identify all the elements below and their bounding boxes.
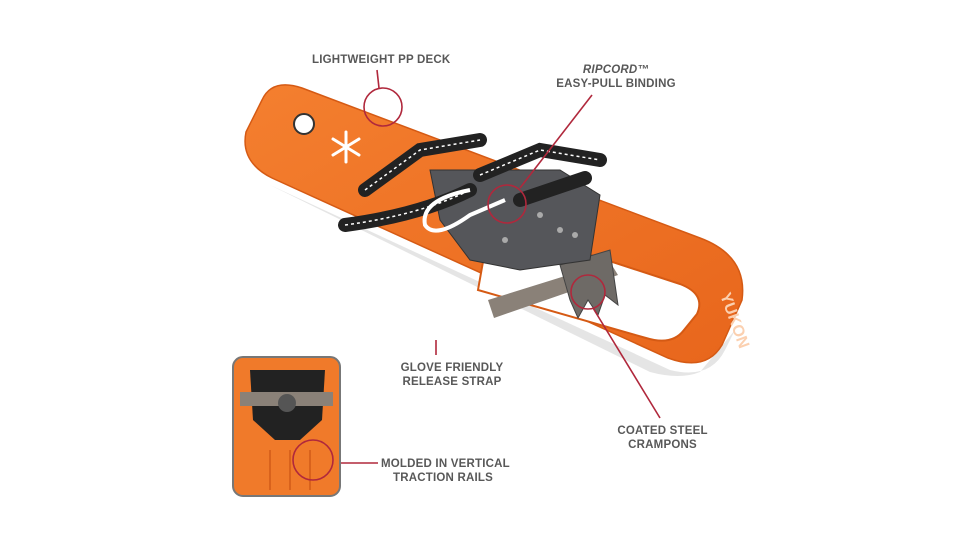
glove-line1: GLOVE FRIENDLY [400, 362, 504, 374]
rails-label: MOLDED IN VERTICAL TRACTION RAILS [381, 457, 510, 485]
ripcord-brand: RIPCORD™ [582, 64, 650, 76]
inset-underside-view [232, 356, 341, 497]
rails-line1: MOLDED IN VERTICAL [381, 458, 510, 470]
crampons-line1: COATED STEEL [617, 425, 708, 437]
ripcord-loop [422, 188, 506, 233]
crampons-line2: CRAMPONS [628, 439, 697, 451]
deck-callout-circle [363, 87, 403, 127]
logo-icon [293, 113, 315, 135]
glove-line2: RELEASE STRAP [402, 376, 502, 388]
ripcord-callout-circle [487, 184, 527, 224]
ripcord-label: RIPCORD™ EASY-PULL BINDING [555, 63, 677, 91]
crampons-label: COATED STEEL CRAMPONS [615, 424, 710, 452]
deck-label: LIGHTWEIGHT PP DECK [312, 54, 451, 66]
glove-strap-label: GLOVE FRIENDLY RELEASE STRAP [400, 361, 504, 389]
rails-line2: TRACTION RAILS [393, 472, 493, 484]
crampon-callout-circle [570, 274, 606, 310]
ripcord-desc: EASY-PULL BINDING [556, 78, 676, 90]
rails-callout-circle [292, 439, 334, 481]
snowflake-icon [331, 130, 361, 164]
